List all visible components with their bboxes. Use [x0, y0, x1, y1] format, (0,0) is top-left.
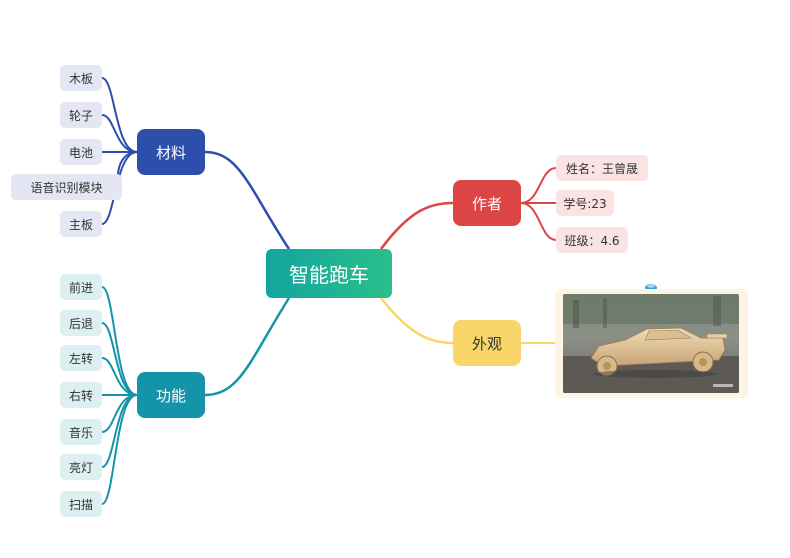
- leaf-materials-mainboard[interactable]: 主板: [60, 211, 102, 237]
- edge-mat-2: [101, 114, 138, 153]
- edge-root-functions: [204, 297, 291, 397]
- leaf-functions-light[interactable]: 亮灯: [60, 454, 102, 480]
- leaf-author-class[interactable]: 班级：4.6: [556, 227, 628, 253]
- leaf-materials-wheels[interactable]: 轮子: [60, 102, 102, 128]
- edge-root-materials: [204, 150, 291, 250]
- appearance-image-frame[interactable]: [555, 289, 748, 398]
- branch-appearance[interactable]: 外观: [453, 320, 521, 366]
- edge-aut-3: [520, 202, 557, 241]
- leaf-materials-battery[interactable]: 电池: [60, 139, 102, 165]
- edge-root-appearance: [380, 297, 454, 345]
- root-topic[interactable]: 智能跑车: [266, 249, 392, 298]
- branch-materials[interactable]: 材料: [137, 129, 205, 175]
- leaf-functions-backward[interactable]: 后退: [60, 310, 102, 336]
- leaf-functions-right[interactable]: 右转: [60, 382, 102, 408]
- branch-functions[interactable]: 功能: [137, 372, 205, 418]
- edge-fun-1: [101, 286, 138, 396]
- branch-author[interactable]: 作者: [453, 180, 521, 226]
- wooden-race-car-photo: [563, 294, 739, 393]
- edge-fun-3: [101, 357, 138, 396]
- leaf-functions-forward[interactable]: 前进: [60, 274, 102, 300]
- leaf-materials-wood[interactable]: 木板: [60, 65, 102, 91]
- leaf-functions-left[interactable]: 左转: [60, 345, 102, 371]
- edge-aut-1: [520, 167, 557, 204]
- leaf-functions-scan[interactable]: 扫描: [60, 491, 102, 517]
- edge-fun-2: [101, 322, 138, 396]
- edge-fun-7: [101, 394, 138, 505]
- leaf-author-name[interactable]: 姓名：王曾晟: [556, 155, 648, 181]
- leaf-author-student-id[interactable]: 学号:23: [556, 190, 614, 216]
- edge-mat-1: [101, 77, 138, 153]
- edge-root-author: [379, 201, 454, 250]
- leaf-materials-voice-module[interactable]: 语音识别模块: [11, 174, 122, 200]
- leaf-functions-music[interactable]: 音乐: [60, 419, 102, 445]
